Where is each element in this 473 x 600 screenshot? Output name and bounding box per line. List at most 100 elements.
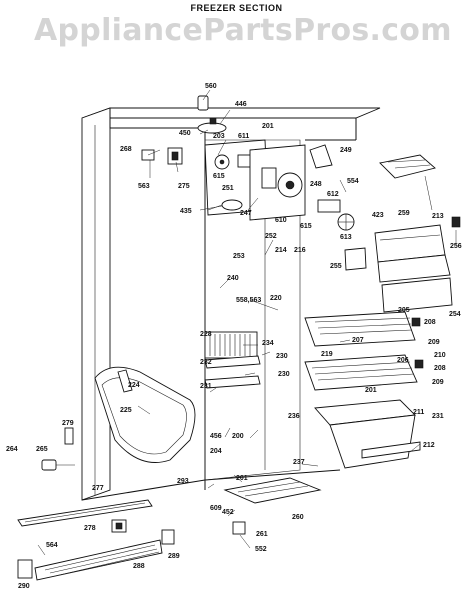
callout-228: 228 xyxy=(200,331,212,338)
callout-230-upper: 230 xyxy=(276,353,288,360)
callout-446: 446 xyxy=(235,101,247,108)
page-title: FREEZER SECTION xyxy=(190,3,283,13)
rail-212 xyxy=(361,441,421,459)
pan-254 xyxy=(381,277,453,313)
callout-214: 214 xyxy=(275,247,287,254)
callout-423: 423 xyxy=(372,212,384,219)
grille-288 xyxy=(34,539,163,581)
callout-279: 279 xyxy=(62,420,74,427)
callout-268: 268 xyxy=(120,146,132,153)
callout-240: 240 xyxy=(227,275,239,282)
callout-613: 613 xyxy=(340,234,352,241)
callout-205: 205 xyxy=(398,307,410,314)
callout-288: 288 xyxy=(133,563,145,570)
callout-248: 248 xyxy=(310,181,322,188)
callout-265: 265 xyxy=(36,446,48,453)
callout-201-bottom: 201 xyxy=(236,475,248,482)
defrost-heater-232 xyxy=(204,355,261,389)
callout-236: 236 xyxy=(288,413,300,420)
callout-219: 219 xyxy=(321,351,333,358)
callout-225: 225 xyxy=(120,407,132,414)
callout-256: 256 xyxy=(450,243,462,250)
callout-435: 435 xyxy=(180,208,192,215)
callout-290: 290 xyxy=(18,583,30,590)
hinge-bracket-277 xyxy=(17,499,153,527)
callout-450: 450 xyxy=(179,130,191,137)
callout-237: 237 xyxy=(293,459,305,466)
callout-207: 207 xyxy=(352,337,364,344)
shelf-upper xyxy=(304,311,416,347)
callout-456: 456 xyxy=(210,433,222,440)
callout-563: 563 xyxy=(138,183,150,190)
callout-554: 554 xyxy=(347,178,359,185)
callout-220: 220 xyxy=(270,295,282,302)
callout-231-right: 231 xyxy=(432,413,444,420)
callout-208-lower: 208 xyxy=(434,365,446,372)
callout-232: 232 xyxy=(200,359,212,366)
evaporator-fan-housing xyxy=(249,144,306,221)
callout-558-563: 558,563 xyxy=(236,297,261,304)
callout-204: 204 xyxy=(210,448,222,455)
switch-268 xyxy=(141,147,183,165)
callout-264: 264 xyxy=(6,446,18,453)
callout-209-upper: 209 xyxy=(428,339,440,346)
callout-203: 203 xyxy=(213,133,225,140)
shelf-post-224 xyxy=(117,369,133,393)
caster-278 xyxy=(111,519,127,533)
callout-612: 612 xyxy=(327,191,339,198)
ice-bin-cover xyxy=(374,224,451,283)
callout-560: 560 xyxy=(205,83,217,90)
callout-615-left: 615 xyxy=(213,173,225,180)
leg-289 xyxy=(161,529,175,545)
callout-231-left: 231 xyxy=(200,383,212,390)
callout-611: 611 xyxy=(238,133,249,140)
drain-pan-260 xyxy=(223,477,322,504)
callout-213: 213 xyxy=(432,213,444,220)
callout-255: 255 xyxy=(330,263,342,270)
callout-201-mid: 201 xyxy=(365,387,377,394)
callout-251: 251 xyxy=(222,185,234,192)
callout-210: 210 xyxy=(434,352,446,359)
callout-552: 552 xyxy=(255,546,267,553)
part-264-265 xyxy=(41,459,75,471)
callout-275: 275 xyxy=(178,183,190,190)
bracket-249 xyxy=(309,144,333,169)
callout-609: 609 xyxy=(210,505,222,512)
part-261 xyxy=(232,521,246,535)
callout-212: 212 xyxy=(423,442,435,449)
leader-lines xyxy=(37,89,457,556)
callout-labels: 560 446 450 203 611 201 268 615 249 563 … xyxy=(6,83,462,590)
panel-255 xyxy=(344,247,367,271)
callout-201-top: 201 xyxy=(262,123,274,130)
callout-200: 200 xyxy=(232,433,244,440)
callout-209-lower: 209 xyxy=(432,379,444,386)
thermostat-435 xyxy=(207,199,243,211)
callout-261: 261 xyxy=(256,531,268,538)
light-socket-assembly xyxy=(197,95,227,134)
callout-289: 289 xyxy=(168,553,180,560)
part-290 xyxy=(17,559,33,579)
callout-230-lower: 230 xyxy=(278,371,290,378)
callout-247: 247 xyxy=(240,210,252,217)
watermark: AppliancePartsPros.com xyxy=(34,13,452,48)
callout-277: 277 xyxy=(92,485,104,492)
callout-253: 253 xyxy=(233,253,245,260)
callout-206: 206 xyxy=(397,357,409,364)
ice-bucket xyxy=(314,399,416,469)
part-279 xyxy=(64,427,74,445)
ice-tray xyxy=(379,154,436,179)
defrost-timer xyxy=(317,199,355,231)
callout-259: 259 xyxy=(398,210,410,217)
callout-260: 260 xyxy=(292,514,304,521)
shelf-lower xyxy=(304,354,418,391)
callout-211: 211 xyxy=(413,409,424,416)
callout-252: 252 xyxy=(265,233,277,240)
callout-452: 452 xyxy=(222,509,234,516)
callout-610: 610 xyxy=(275,217,287,224)
callout-224: 224 xyxy=(128,382,140,389)
callout-293: 293 xyxy=(177,478,189,485)
callout-249: 249 xyxy=(340,147,352,154)
shelf-support-208 xyxy=(411,317,424,369)
callout-216: 216 xyxy=(294,247,306,254)
callout-615-right: 615 xyxy=(300,223,312,230)
